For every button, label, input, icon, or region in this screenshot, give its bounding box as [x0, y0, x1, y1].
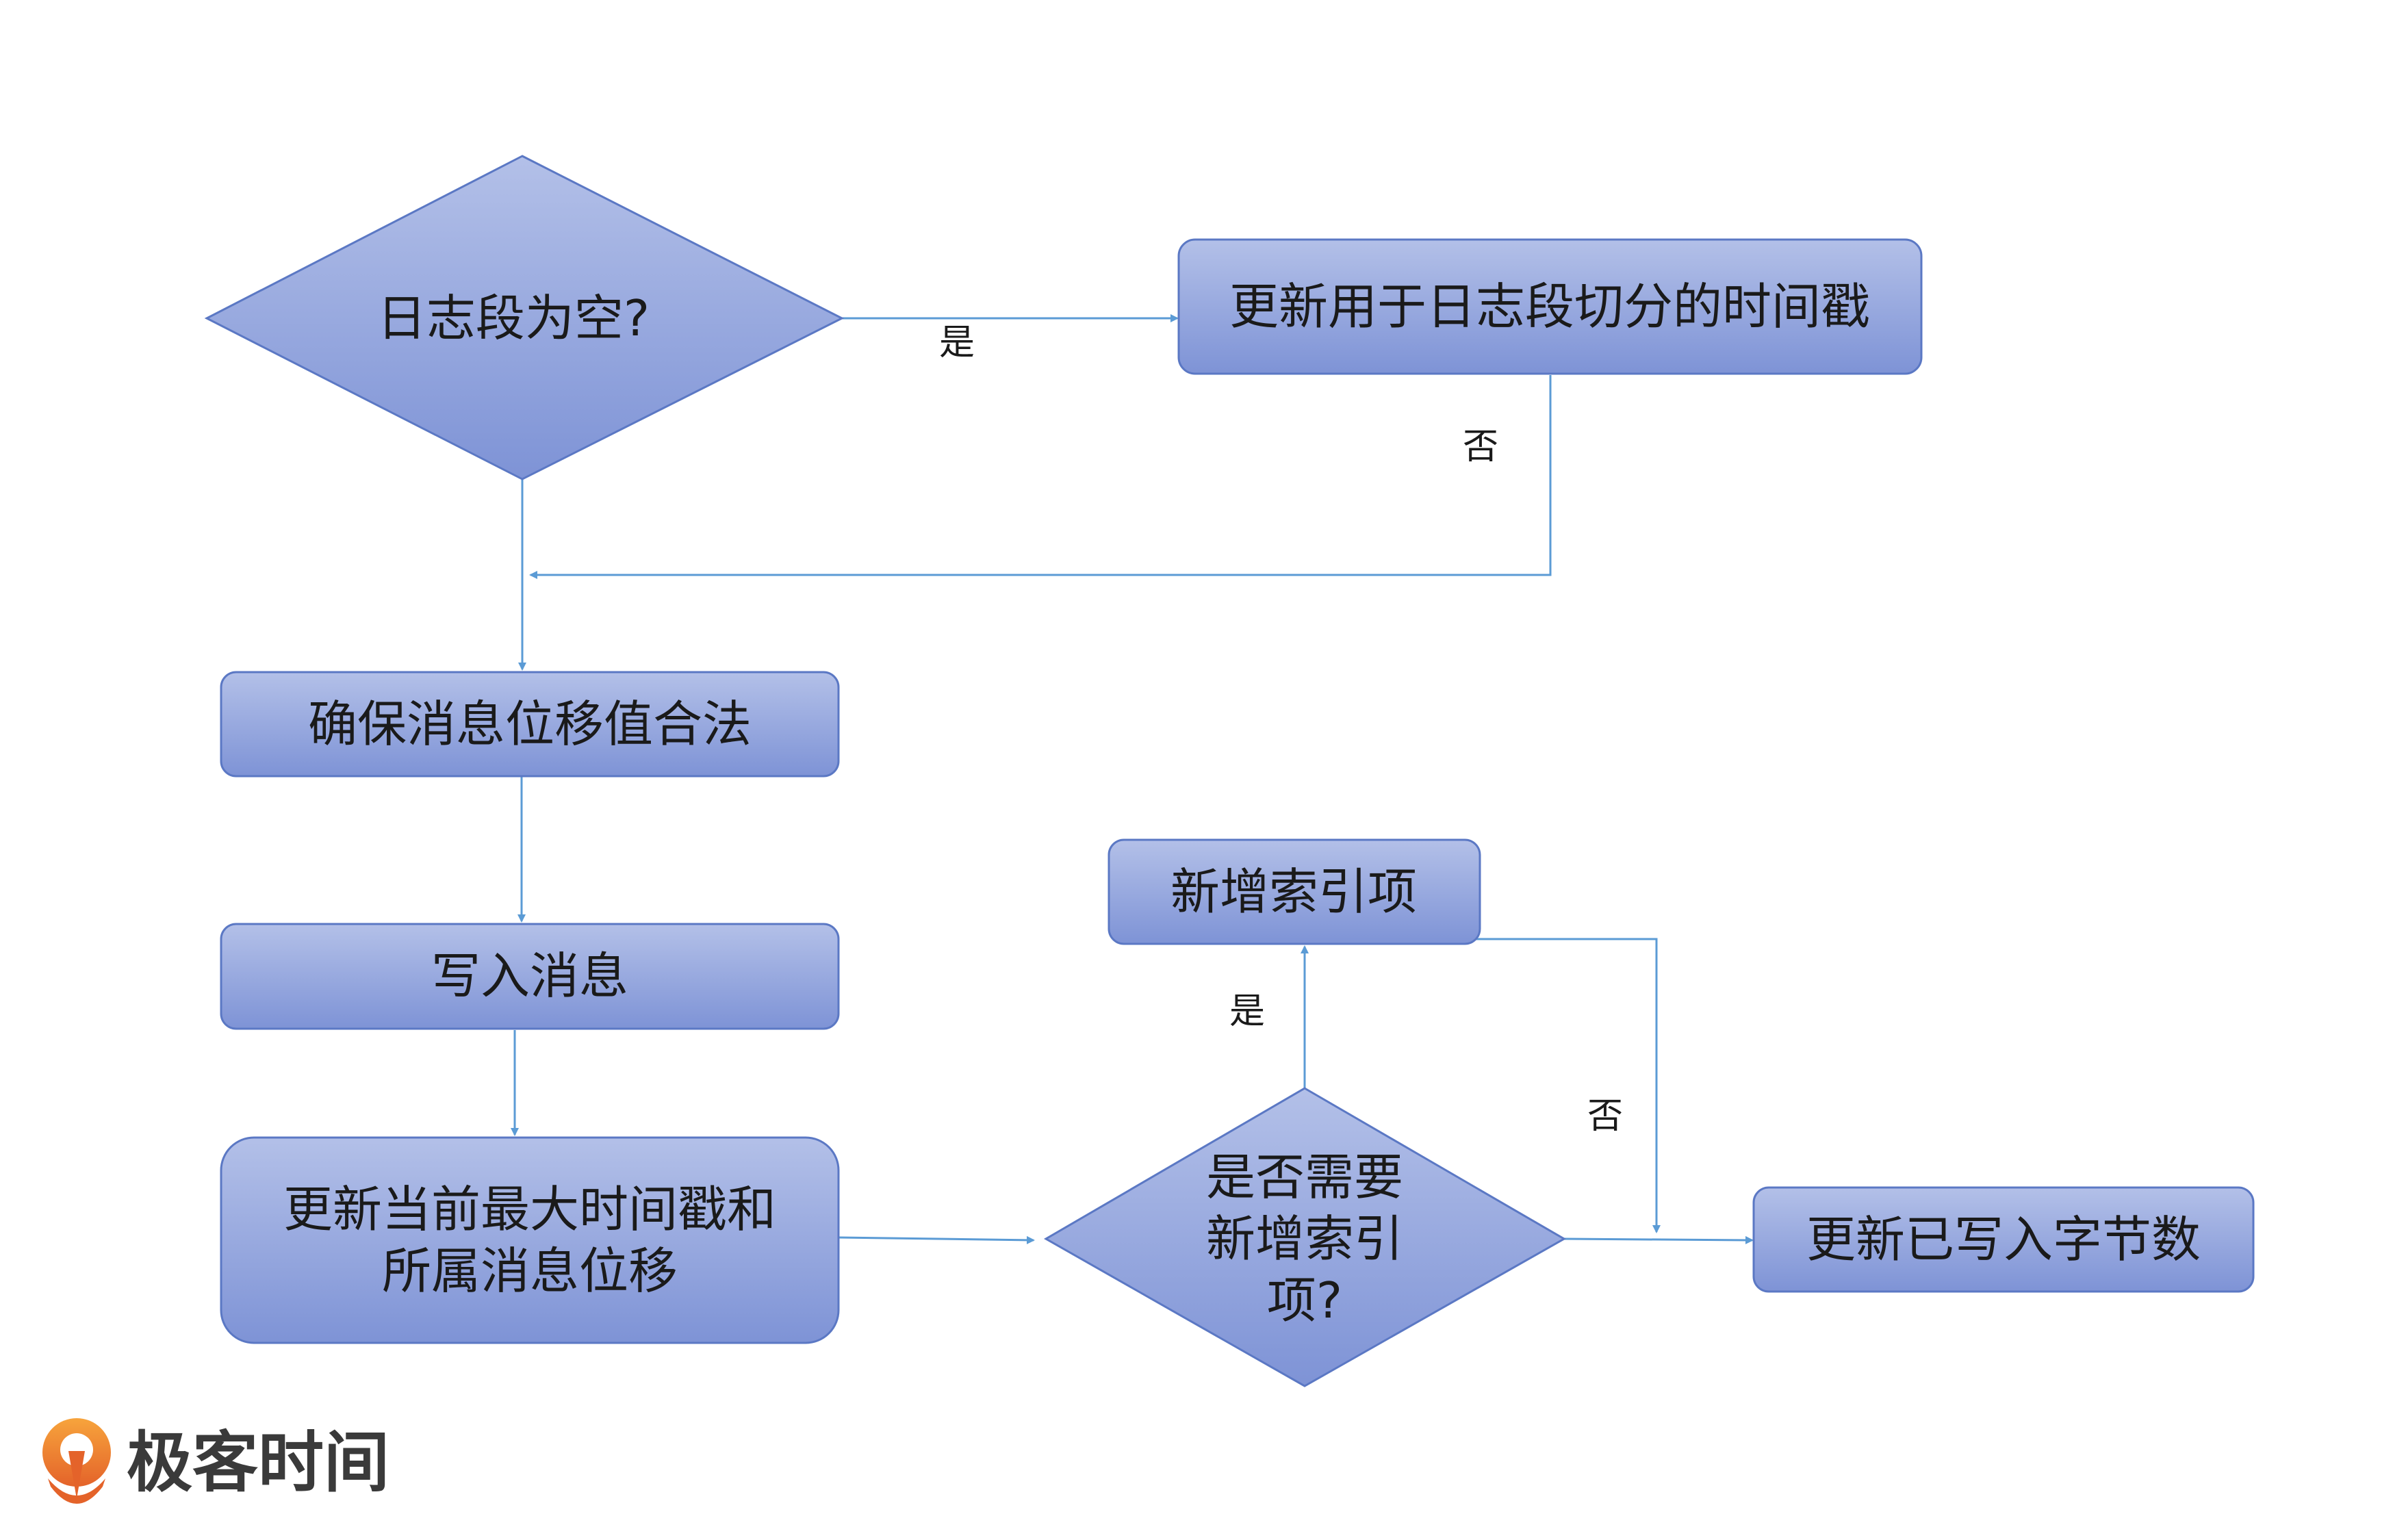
edge-update-max-to-need-index: [839, 1235, 1035, 1244]
node-label-line: 是否需要: [1206, 1148, 1403, 1206]
edge-label-no: 否: [1463, 426, 1498, 467]
process-write-message: 写入消息: [220, 923, 840, 1030]
process-text: 更新已写入字节数: [1806, 1211, 2201, 1268]
node-label-line: 写入消息: [431, 947, 628, 1005]
node-label-line: 确保消息位移值合法: [308, 695, 752, 753]
process-text: 确保消息位移值合法: [308, 695, 752, 753]
geektime-logo-text: 极客时间: [127, 1424, 389, 1501]
process-text: 更新当前最大时间戳和所属消息位移: [283, 1181, 776, 1300]
node-label-line: 所属消息位移: [382, 1242, 678, 1300]
process-update-bytes-written: 更新已写入字节数: [1752, 1186, 2255, 1293]
process-update-max-timestamp: 更新当前最大时间戳和所属消息位移: [220, 1136, 840, 1344]
node-label-line: 新增索引项: [1170, 863, 1417, 921]
decision-text: 是否需要新增索引项?: [1206, 1148, 1403, 1329]
edge-label-no: 否: [1587, 1096, 1623, 1137]
process-ensure-offset-valid: 确保消息位移值合法: [220, 671, 840, 778]
edge-label-yes: 是: [1229, 991, 1265, 1032]
node-label-line: 更新当前最大时间戳和: [283, 1181, 776, 1238]
edge-label-yes: 是: [939, 322, 975, 363]
decision-log-segment-empty: 日志段为空?: [204, 155, 845, 480]
edge-add-index-no: [1441, 897, 1661, 1233]
node-label-line: 日志段为空?: [377, 290, 650, 347]
edge-need-index-to-bytes: [1563, 1235, 1754, 1244]
node-label-line: 项?: [1267, 1272, 1342, 1329]
edge-split-timestamp-no: [529, 375, 1552, 579]
process-text: 写入消息: [431, 947, 628, 1005]
process-add-index-entry: 新增索引项: [1108, 838, 1481, 945]
process-update-split-timestamp: 更新用于日志段切分的时间戳: [1177, 238, 1923, 375]
node-label-line: 更新已写入字节数: [1806, 1211, 2201, 1268]
decision-need-new-index: 是否需要新增索引项?: [1043, 1087, 1567, 1387]
geektime-logo: 极客时间: [42, 1418, 389, 1504]
process-text: 新增索引项: [1170, 863, 1417, 921]
decision-text: 日志段为空?: [377, 290, 650, 347]
process-text: 更新用于日志段切分的时间戳: [1229, 278, 1870, 335]
geektime-logo-icon: [42, 1418, 111, 1504]
node-label-line: 更新用于日志段切分的时间戳: [1229, 278, 1870, 335]
node-label-line: 新增索引: [1206, 1210, 1403, 1268]
